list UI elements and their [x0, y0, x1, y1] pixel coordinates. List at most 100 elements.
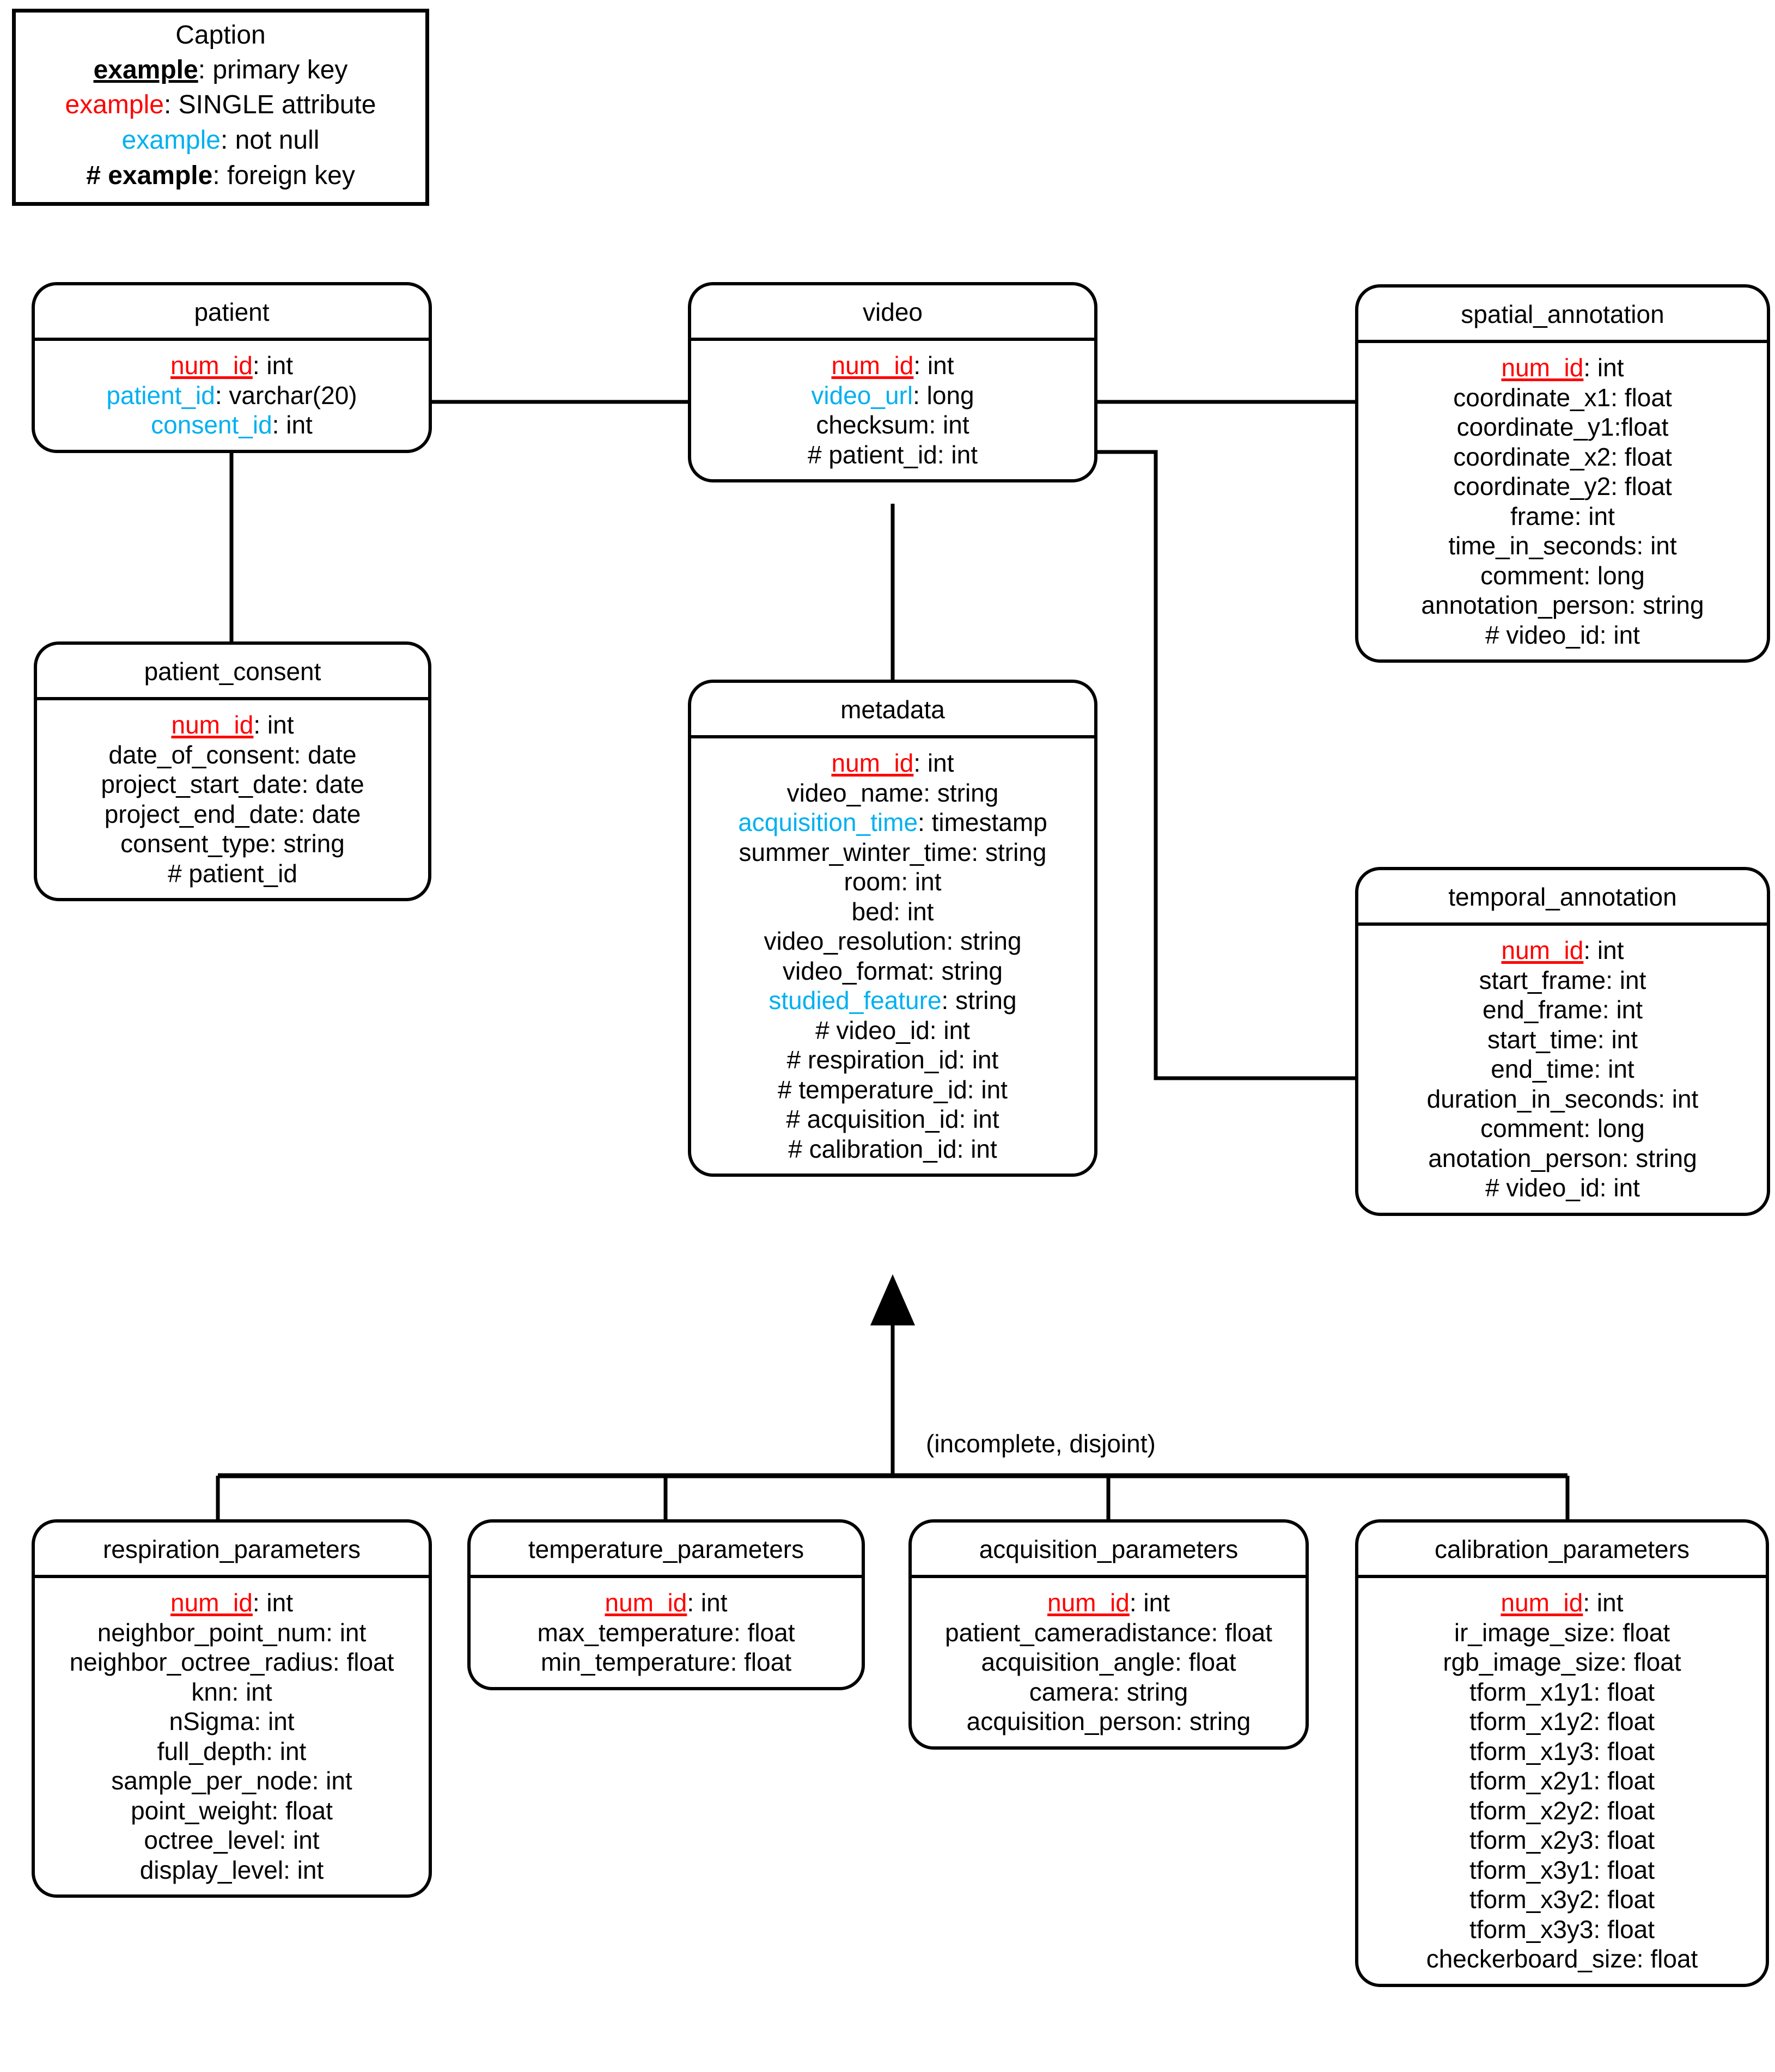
attribute-row: end_frame: int: [1366, 995, 1759, 1025]
attribute-name: camera: [1029, 1677, 1113, 1706]
entity-title: temporal_annotation: [1358, 870, 1767, 926]
attribute-name: # respiration_id: [786, 1046, 959, 1074]
attribute-separator: :: [1583, 1114, 1597, 1142]
attribute-type: int: [951, 440, 978, 469]
attribute-row: octree_level: int: [42, 1825, 421, 1855]
attribute-row: tform_x2y3: float: [1366, 1825, 1758, 1855]
attribute-separator: :: [1636, 1945, 1651, 1973]
attribute-row: coordinate_y1:float: [1366, 412, 1759, 442]
attribute-type: string: [985, 838, 1047, 866]
attribute-type: float: [285, 1796, 333, 1825]
attribute-name: num_id: [605, 1588, 687, 1617]
attribute-type: float: [1607, 1737, 1655, 1765]
attribute-type: int: [1608, 1055, 1634, 1083]
attribute-separator: :: [1593, 1826, 1608, 1854]
attribute-separator: :: [730, 1648, 745, 1676]
attribute-row: tform_x2y1: float: [1366, 1766, 1758, 1796]
attribute-separator: :: [901, 867, 915, 896]
attribute-separator: :: [918, 808, 932, 836]
attribute-separator: :: [1175, 1707, 1190, 1735]
legend-sample-primary-key: example: [93, 55, 198, 84]
attribute-row: consent_type: string: [45, 829, 420, 859]
attribute-name: start_time: [1487, 1025, 1597, 1054]
attribute-name: consent_id: [151, 411, 272, 439]
attribute-row: num_id: int: [699, 748, 1087, 778]
attribute-type: float: [1621, 413, 1669, 441]
attribute-type: float: [1225, 1618, 1272, 1647]
attribute-type: string: [283, 829, 345, 858]
attribute-separator: :: [971, 838, 985, 866]
attribute-type: float: [1607, 1855, 1655, 1884]
attribute-type: int: [700, 1588, 728, 1617]
attribute-type: float: [1607, 1677, 1655, 1706]
attribute-row: project_start_date: date: [45, 769, 420, 799]
attribute-name: coordinate_y1: [1456, 413, 1614, 441]
attribute-type: int: [1596, 1588, 1624, 1617]
attribute-type: string: [960, 927, 1022, 955]
attribute-name: video_format: [783, 956, 928, 985]
attribute-separator: :: [215, 381, 229, 409]
attribute-separator: :: [1594, 1055, 1608, 1083]
attribute-name: num_id: [831, 351, 914, 380]
legend-sep-foreign-key: :: [212, 161, 228, 190]
attribute-name: video_url: [811, 381, 913, 409]
attribute-name: num_id: [1047, 1588, 1130, 1617]
attribute-row: start_frame: int: [1366, 965, 1759, 995]
attribute-name: min_temperature: [540, 1648, 730, 1676]
attribute-separator: :: [1593, 1767, 1608, 1795]
attribute-row: num_id: int: [1366, 353, 1759, 383]
attribute-row: full_depth: int: [42, 1737, 421, 1767]
attribute-separator: :: [946, 927, 961, 955]
attribute-type: int: [943, 1016, 970, 1044]
attribute-separator: :: [298, 799, 312, 828]
attribute-name: display_level: [139, 1855, 284, 1884]
attribute-name: num_id: [1501, 353, 1584, 382]
attribute-row: num_id: int: [45, 710, 420, 740]
attribute-type: int: [927, 351, 954, 380]
attribute-name: # video_id: [1485, 1173, 1600, 1202]
attribute-name: checkerboard_size: [1426, 1945, 1637, 1973]
attribute-separator: :: [326, 1618, 340, 1647]
attribute-name: end_time: [1491, 1055, 1594, 1083]
attribute-type: int: [286, 411, 313, 439]
attribute-separator: :: [294, 740, 308, 769]
attribute-type: float: [1607, 1796, 1655, 1825]
attribute-name: tform_x3y3: [1469, 1915, 1594, 1943]
attribute-row: checkerboard_size: float: [1366, 1944, 1758, 1974]
attribute-row: knn: int: [42, 1677, 421, 1707]
attribute-separator: :: [1113, 1677, 1127, 1706]
attribute-row: summer_winter_time: string: [699, 838, 1087, 867]
attribute-type: string: [937, 778, 999, 807]
attribute-row: coordinate_x2: float: [1366, 442, 1759, 472]
attribute-row: project_end_date: date: [45, 799, 420, 829]
attribute-row: ir_image_size: float: [1366, 1618, 1758, 1648]
attribute-type: int: [1613, 620, 1640, 649]
attribute-name: patient_cameradistance: [945, 1618, 1211, 1647]
attribute-separator: :: [1593, 1796, 1608, 1825]
attribute-type: int: [1143, 1588, 1170, 1617]
attribute-separator: :: [1593, 1737, 1608, 1765]
attribute-name: studied_feature: [768, 986, 942, 1014]
attribute-row: end_time: int: [1366, 1054, 1759, 1084]
attribute-type: date: [308, 740, 357, 769]
attribute-type: float: [1607, 1885, 1655, 1914]
attribute-separator: :: [956, 1134, 971, 1163]
attribute-separator: :: [253, 711, 267, 739]
attribute-name: frame: [1510, 502, 1575, 530]
legend-sample-foreign-key: # example: [86, 161, 213, 190]
attribute-type: int: [973, 1105, 999, 1133]
attribute-name: num_id: [831, 749, 914, 777]
